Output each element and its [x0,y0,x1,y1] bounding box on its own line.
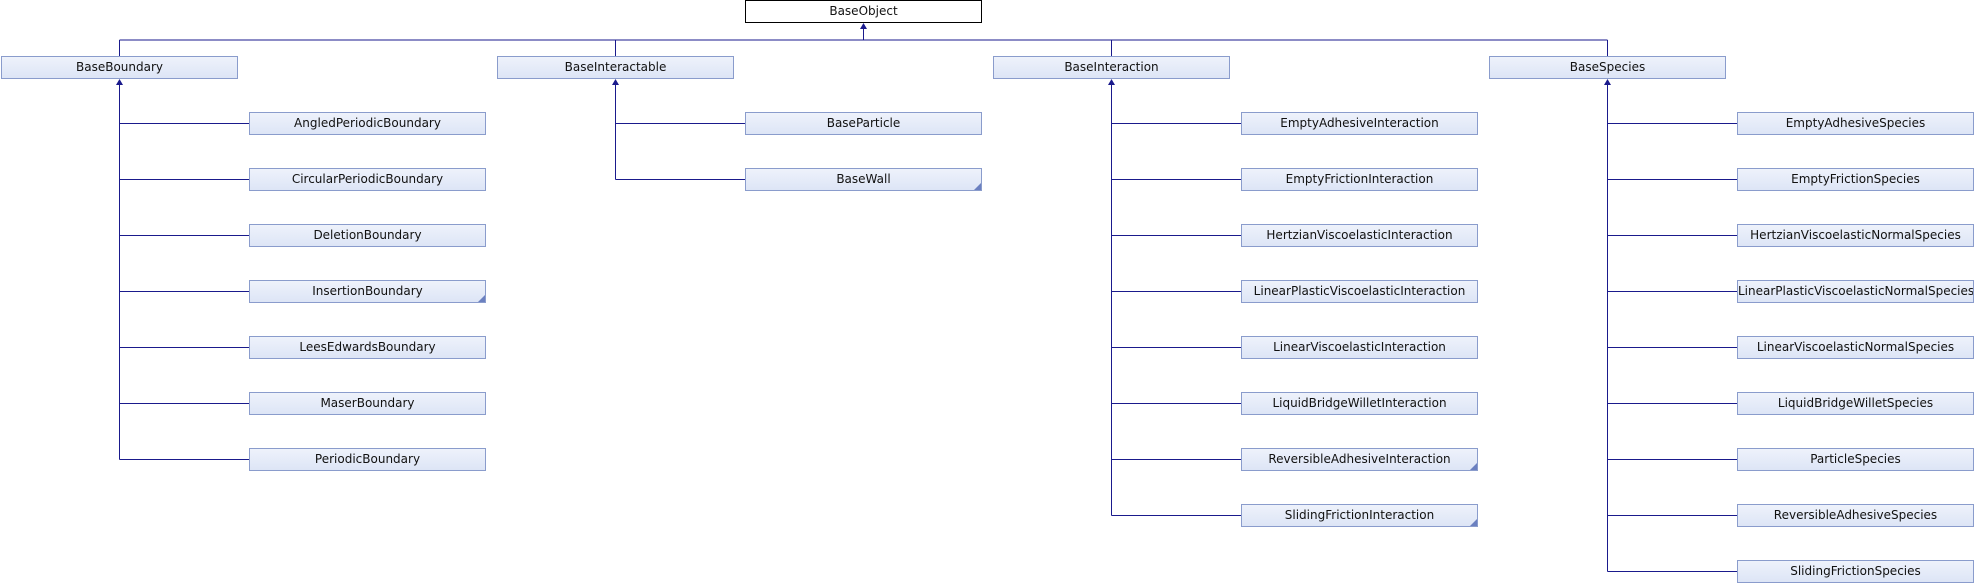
class-node-linear-plastic-viscoelastic-interaction[interactable]: LinearPlasticViscoelasticInteraction [1241,280,1478,303]
class-label: AngledPeriodicBoundary [294,116,441,130]
class-label: LinearPlasticViscoelasticInteraction [1253,284,1466,298]
class-node-base-wall[interactable]: BaseWall [745,168,982,191]
class-label: BaseInteraction [1064,60,1159,74]
class-node-hertzian-viscoelastic-normal-species[interactable]: HertzianViscoelasticNormalSpecies [1737,224,1974,247]
class-node-base-boundary[interactable]: BaseBoundary [1,56,238,79]
class-label: DeletionBoundary [313,228,422,242]
class-node-liquid-bridge-willet-interaction[interactable]: LiquidBridgeWilletInteraction [1241,392,1478,415]
class-label: EmptyAdhesiveSpecies [1785,116,1926,130]
class-node-empty-friction-species[interactable]: EmptyFrictionSpecies [1737,168,1974,191]
more-subclasses-corner-icon [1470,519,1477,526]
class-node-base-interactable[interactable]: BaseInteractable [497,56,734,79]
inheritance-arrowhead-base-species [1604,79,1611,85]
class-label: ReversibleAdhesiveSpecies [1773,508,1938,522]
class-node-maser-boundary[interactable]: MaserBoundary [249,392,486,415]
class-node-base-interaction[interactable]: BaseInteraction [993,56,1230,79]
inheritance-arrowhead-base-boundary [116,79,123,85]
class-node-deletion-boundary[interactable]: DeletionBoundary [249,224,486,247]
class-node-reversible-adhesive-species[interactable]: ReversibleAdhesiveSpecies [1737,504,1974,527]
class-label: LinearViscoelasticInteraction [1273,340,1446,354]
class-label: ParticleSpecies [1810,452,1901,466]
class-label: EmptyAdhesiveInteraction [1280,116,1439,130]
more-subclasses-corner-icon [974,183,981,190]
class-label: LiquidBridgeWilletInteraction [1272,396,1447,410]
class-node-angled-periodic-boundary[interactable]: AngledPeriodicBoundary [249,112,486,135]
class-label: HertzianViscoelasticNormalSpecies [1750,228,1961,242]
class-label: CircularPeriodicBoundary [291,172,444,186]
class-label: ReversibleAdhesiveInteraction [1268,452,1451,466]
class-label: HertzianViscoelasticInteraction [1266,228,1453,242]
more-subclasses-corner-icon [478,295,485,302]
class-node-linear-viscoelastic-normal-species[interactable]: LinearViscoelasticNormalSpecies [1737,336,1974,359]
class-label: SlidingFrictionInteraction [1284,508,1435,522]
inheritance-arrowhead-base-interaction [1108,79,1115,85]
class-label: SlidingFrictionSpecies [1790,564,1921,578]
class-node-periodic-boundary[interactable]: PeriodicBoundary [249,448,486,471]
class-node-linear-plastic-viscoelastic-normal-species[interactable]: LinearPlasticViscoelasticNormalSpecies [1737,280,1974,303]
class-label: BaseBoundary [75,60,163,74]
class-node-hertzian-viscoelastic-interaction[interactable]: HertzianViscoelasticInteraction [1241,224,1478,247]
class-label: BaseParticle [826,116,901,130]
class-label: BaseObject [829,4,898,18]
class-label: LiquidBridgeWilletSpecies [1777,396,1934,410]
class-node-empty-adhesive-interaction[interactable]: EmptyAdhesiveInteraction [1241,112,1478,135]
class-node-linear-viscoelastic-interaction[interactable]: LinearViscoelasticInteraction [1241,336,1478,359]
class-node-lees-edwards-boundary[interactable]: LeesEdwardsBoundary [249,336,486,359]
class-node-sliding-friction-species[interactable]: SlidingFrictionSpecies [1737,560,1974,583]
class-label: BaseWall [836,172,891,186]
class-node-base-object[interactable]: BaseObject [745,0,982,23]
class-node-circular-periodic-boundary[interactable]: CircularPeriodicBoundary [249,168,486,191]
class-label: LinearViscoelasticNormalSpecies [1756,340,1955,354]
class-node-insertion-boundary[interactable]: InsertionBoundary [249,280,486,303]
class-node-base-species[interactable]: BaseSpecies [1489,56,1726,79]
class-label: BaseInteractable [564,60,667,74]
class-label: PeriodicBoundary [314,452,421,466]
class-label: MaserBoundary [320,396,415,410]
inheritance-arrowhead-base-interactable [612,79,619,85]
class-label: InsertionBoundary [312,284,423,298]
more-subclasses-corner-icon [1470,463,1477,470]
class-node-sliding-friction-interaction[interactable]: SlidingFrictionInteraction [1241,504,1478,527]
class-label: LeesEdwardsBoundary [299,340,436,354]
class-node-particle-species[interactable]: ParticleSpecies [1737,448,1974,471]
class-label: EmptyFrictionInteraction [1285,172,1434,186]
class-node-base-particle[interactable]: BaseParticle [745,112,982,135]
inheritance-arrowhead-base-object [860,23,867,29]
class-label: EmptyFrictionSpecies [1791,172,1920,186]
class-node-empty-friction-interaction[interactable]: EmptyFrictionInteraction [1241,168,1478,191]
class-label: BaseSpecies [1569,60,1646,74]
class-label: LinearPlasticViscoelasticNormalSpecies [1738,284,1974,298]
class-node-liquid-bridge-willet-species[interactable]: LiquidBridgeWilletSpecies [1737,392,1974,415]
class-node-empty-adhesive-species[interactable]: EmptyAdhesiveSpecies [1737,112,1974,135]
class-node-reversible-adhesive-interaction[interactable]: ReversibleAdhesiveInteraction [1241,448,1478,471]
